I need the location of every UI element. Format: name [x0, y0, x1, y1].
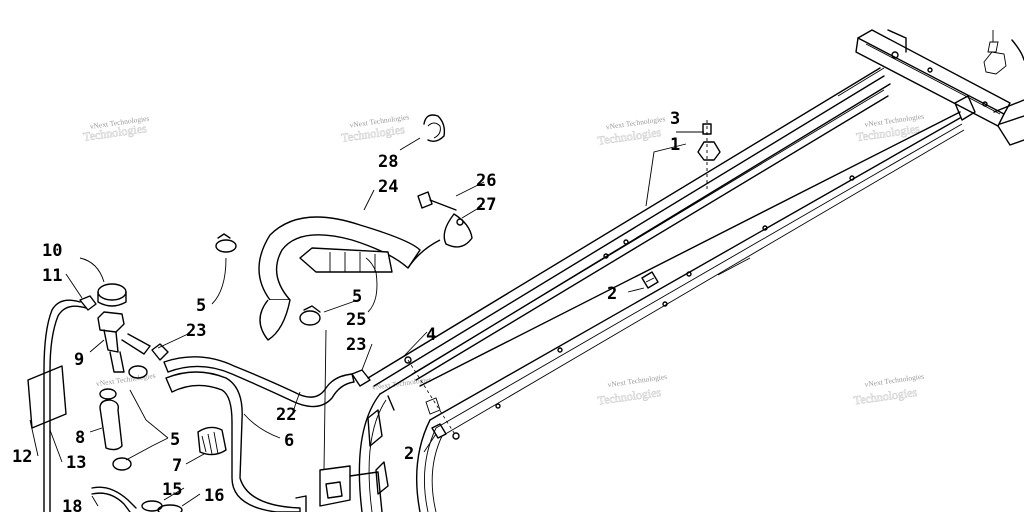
callout-11: 11 — [42, 266, 62, 286]
callout-12: 12 — [12, 447, 32, 467]
callout-16: 16 — [204, 486, 224, 506]
callout-1: 1 — [670, 135, 680, 155]
callout-23-left: 23 — [186, 321, 206, 341]
leader-lines — [29, 131, 704, 507]
callout-22: 22 — [276, 405, 296, 425]
svg-text:Technologies: Technologies — [853, 385, 918, 408]
watermark-5: Technologies vNext Technologies — [596, 372, 667, 408]
callout-7: 7 — [172, 456, 182, 476]
callout-5-left: 5 — [196, 296, 206, 316]
clamp-7 — [197, 426, 227, 456]
callout-8: 8 — [75, 428, 85, 448]
clamp-5-mid — [299, 305, 321, 326]
rear-cross-tube — [855, 29, 1024, 146]
filler-neck-9 — [97, 311, 151, 373]
hose-24 — [258, 216, 441, 341]
screw-3 — [697, 120, 721, 190]
callout-10: 10 — [42, 241, 62, 261]
overflow-hose-13 — [43, 299, 87, 512]
pressure-cap-10 — [97, 283, 127, 307]
callout-28: 28 — [378, 152, 398, 172]
bolt-26 — [417, 191, 457, 211]
svg-text:vNext Technologies: vNext Technologies — [371, 375, 432, 392]
callout-27: 27 — [476, 195, 496, 215]
clamp-23-right — [351, 369, 371, 387]
hose-18 — [91, 486, 137, 512]
hose-8 — [99, 388, 123, 451]
watermark-4: Technologies vNext Technologies — [855, 112, 925, 145]
decal-12 — [27, 365, 67, 429]
callout-9: 9 — [74, 350, 84, 370]
clamp-5-top — [215, 233, 237, 253]
clamp-23-left — [151, 343, 169, 361]
part-16 — [157, 504, 183, 512]
callout-24: 24 — [378, 177, 398, 197]
clamp-5-low — [112, 365, 148, 471]
callout-15: 15 — [162, 480, 182, 500]
callout-2-upper: 2 — [607, 284, 617, 304]
clip-upper — [641, 271, 659, 289]
hose-6 — [165, 371, 301, 512]
callout-13: 13 — [66, 453, 86, 473]
heat-exchanger-lower — [358, 111, 965, 512]
heat-exchanger-upper — [367, 67, 891, 411]
clamp-28 — [423, 114, 446, 143]
callout-23-right: 23 — [346, 335, 366, 355]
watermark-1: Technologies vNext Technologies — [82, 114, 150, 145]
watermark-8: vNext Technologies — [371, 375, 432, 392]
screw-4 — [404, 356, 460, 440]
svg-text:Technologies: Technologies — [597, 385, 662, 408]
bracket-27 — [443, 213, 473, 248]
callout-4: 4 — [426, 325, 436, 345]
callout-6: 6 — [284, 431, 294, 451]
watermark-3: Technologies vNext Technologies — [596, 114, 666, 148]
part-15 — [141, 500, 163, 512]
callout-25: 25 — [346, 310, 366, 330]
callout-18: 18 — [62, 497, 82, 512]
watermark-6: Technologies vNext Technologies — [852, 372, 924, 408]
fitting-11 — [79, 295, 97, 311]
watermark-2: Technologies vNext Technologies — [340, 112, 410, 145]
callout-5-low: 5 — [170, 430, 180, 450]
callout-2-lower: 2 — [404, 444, 414, 464]
callout-3: 3 — [670, 109, 680, 129]
hose-22 — [163, 356, 355, 408]
callout-labels: 1 2 2 3 4 5 5 5 6 7 8 9 10 11 12 13 15 1… — [12, 109, 680, 512]
callout-5-right: 5 — [352, 287, 362, 307]
callout-26: 26 — [476, 171, 496, 191]
thermostat-housing — [295, 329, 383, 512]
